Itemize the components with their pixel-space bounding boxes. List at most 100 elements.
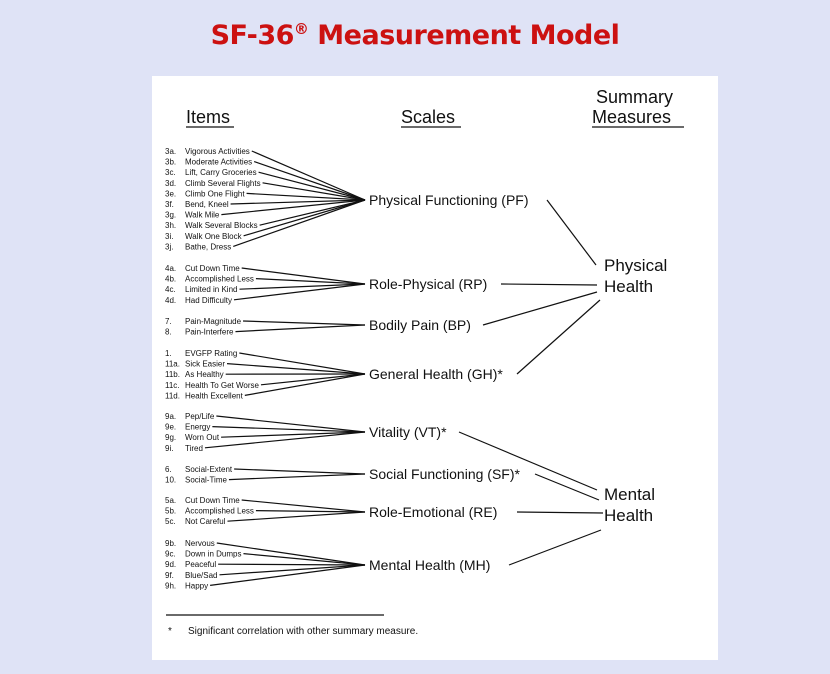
item-number: 9i. bbox=[165, 444, 173, 453]
item-number: 9f. bbox=[165, 571, 174, 580]
scale-label: Vitality (VT)* bbox=[369, 424, 447, 440]
item-label: Energy bbox=[185, 423, 210, 432]
item-number: 5b. bbox=[165, 507, 176, 516]
item-connector bbox=[210, 564, 366, 586]
item-number: 7. bbox=[165, 317, 172, 326]
item-number: 1. bbox=[165, 349, 172, 358]
item-connector bbox=[246, 192, 366, 201]
item-connector bbox=[234, 468, 366, 475]
item-number: 3c. bbox=[165, 168, 176, 177]
item-number: 4b. bbox=[165, 275, 176, 284]
scale-label: Role-Physical (RP) bbox=[369, 276, 487, 292]
item-label: Pain-Magnitude bbox=[185, 317, 242, 326]
item-connector bbox=[243, 553, 366, 566]
item-connector bbox=[228, 473, 366, 481]
scale-label: General Health (GH)* bbox=[369, 366, 503, 382]
page-title: SF-36® Measurement Model bbox=[210, 20, 620, 51]
item-label: Walk Mile bbox=[185, 211, 220, 220]
item-number: 11c. bbox=[165, 381, 180, 390]
item-connector bbox=[218, 563, 366, 566]
item-connector bbox=[233, 283, 366, 301]
diagram-panel: Items Scales Summary Measures 3a.Vigorou… bbox=[152, 76, 718, 660]
item-connector bbox=[212, 426, 366, 433]
item-label: Down in Dumps bbox=[185, 550, 241, 559]
item-connector bbox=[235, 324, 366, 333]
item-connector bbox=[226, 363, 366, 375]
item-label: Blue/Sad bbox=[185, 571, 217, 580]
item-connector bbox=[221, 199, 366, 216]
item-label: Limited in Kind bbox=[185, 285, 237, 294]
item-connector bbox=[221, 431, 366, 438]
item-label: Pain-Interfere bbox=[185, 328, 234, 337]
item-connector bbox=[258, 171, 366, 201]
item-label: Health Excellent bbox=[185, 391, 244, 400]
item-label: Lift, Carry Groceries bbox=[185, 168, 257, 177]
item-connector bbox=[204, 431, 366, 449]
item-connector bbox=[216, 542, 366, 566]
scale-label: Bodily Pain (BP) bbox=[369, 317, 471, 333]
item-label: As Healthy bbox=[185, 370, 224, 379]
item-number: 8. bbox=[165, 328, 172, 337]
item-number: 3g. bbox=[165, 211, 176, 220]
item-connector bbox=[216, 415, 366, 433]
item-label: Health To Get Worse bbox=[185, 381, 260, 390]
item-connector bbox=[227, 511, 366, 522]
scale-to-summary-connector bbox=[534, 473, 600, 501]
summary-measure-line1: Physical bbox=[604, 256, 667, 275]
scales-column: Physical Functioning (PF) Role-Physical (… bbox=[369, 192, 529, 573]
item-label: Not Careful bbox=[185, 517, 226, 526]
item-label: Bend, Kneel bbox=[185, 200, 229, 209]
scale-to-summary-connector bbox=[516, 511, 604, 514]
item-label: Cut Down Time bbox=[185, 264, 240, 273]
item-connector bbox=[239, 352, 366, 375]
item-connector bbox=[233, 199, 366, 247]
item-number: 11d. bbox=[165, 391, 180, 400]
item-number: 3a. bbox=[165, 147, 176, 156]
item-label: Vigorous Activities bbox=[185, 147, 250, 156]
scale-to-summary-connector bbox=[482, 291, 598, 326]
summary-measure-line1: Mental bbox=[604, 485, 655, 504]
item-number: 9d. bbox=[165, 560, 176, 569]
item-label: Happy bbox=[185, 581, 208, 590]
item-number: 9g. bbox=[165, 433, 176, 442]
summary-header-line2: Measures bbox=[592, 107, 671, 127]
item-label: Accomplished Less bbox=[185, 275, 254, 284]
item-label: EVGFP Rating bbox=[185, 349, 237, 358]
scales-header: Scales bbox=[401, 107, 455, 127]
scale-label: Role-Emotional (RE) bbox=[369, 504, 497, 520]
item-label: Cut Down Time bbox=[185, 496, 240, 505]
item-number: 9e. bbox=[165, 423, 176, 432]
item-label: Pep/Life bbox=[185, 412, 215, 421]
scale-label: Mental Health (MH) bbox=[369, 557, 490, 573]
scale-label: Physical Functioning (PF) bbox=[369, 192, 529, 208]
item-connector bbox=[243, 320, 366, 326]
item-number: 11b. bbox=[165, 370, 180, 379]
item-label: Peaceful bbox=[185, 560, 216, 569]
footnote-text: Significant correlation with other summa… bbox=[188, 626, 418, 637]
item-number: 10. bbox=[165, 476, 176, 485]
item-connector bbox=[241, 267, 366, 285]
connector-lines bbox=[204, 150, 604, 586]
item-connector bbox=[230, 199, 366, 205]
scale-label: Social Functioning (SF)* bbox=[369, 466, 521, 482]
measurement-model-diagram: Items Scales Summary Measures 3a.Vigorou… bbox=[165, 87, 684, 637]
item-connector bbox=[239, 283, 366, 290]
item-number: 6. bbox=[165, 465, 172, 474]
summary-measure-line2: Health bbox=[604, 277, 653, 296]
item-number: 3h. bbox=[165, 221, 176, 230]
scale-to-summary-connector bbox=[458, 431, 598, 491]
item-number: 3e. bbox=[165, 189, 176, 198]
item-label: Climb Several Flights bbox=[185, 179, 261, 188]
item-number: 3d. bbox=[165, 179, 176, 188]
scale-to-summary-connector bbox=[516, 299, 601, 375]
item-label: Had Difficulty bbox=[185, 296, 232, 305]
item-connector bbox=[251, 150, 366, 201]
item-label: Tired bbox=[185, 444, 203, 453]
scale-to-summary-connector bbox=[546, 199, 597, 266]
item-label: Nervous bbox=[185, 539, 215, 548]
item-connector bbox=[260, 373, 366, 386]
item-number: 9b. bbox=[165, 539, 176, 548]
item-connector bbox=[255, 278, 366, 285]
